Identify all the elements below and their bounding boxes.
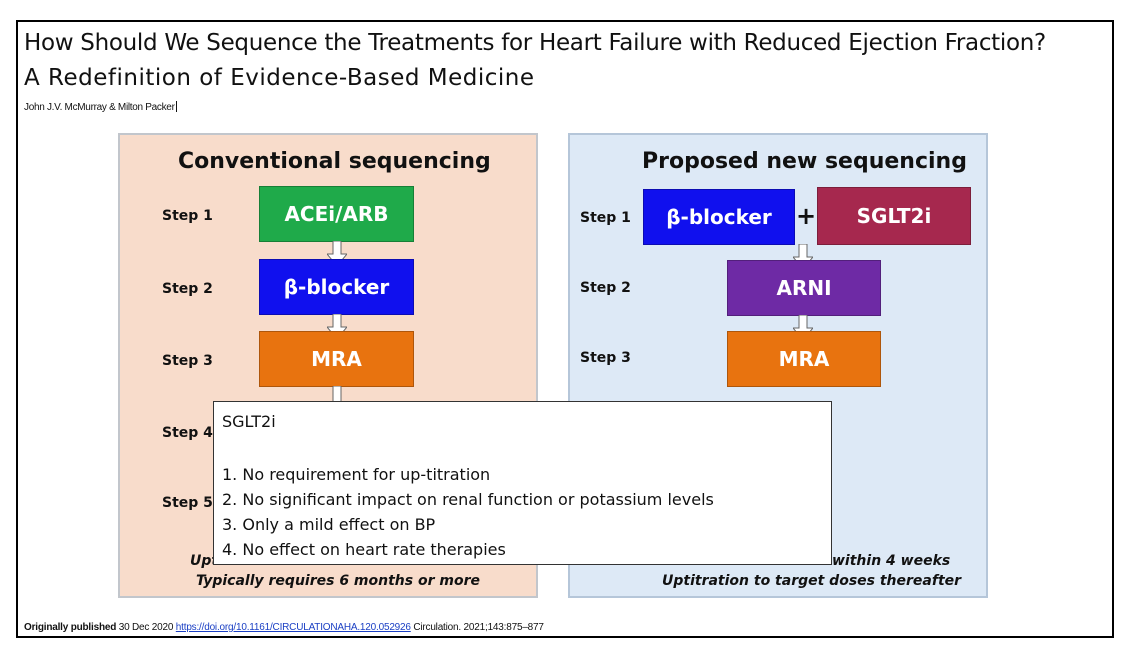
right-footer-line-1: within 4 weeks: [832, 553, 951, 569]
mra-label: MRA: [311, 347, 362, 371]
left-step-4-label: Step 4: [162, 425, 213, 441]
callout-item: 1. No requirement for up-titration: [222, 465, 491, 484]
sglt2i-box: SGLT2i: [817, 187, 971, 245]
text-cursor: [175, 101, 177, 112]
mra-box: MRA: [727, 331, 881, 387]
acei-arb-box: ACEi/ARB: [259, 186, 414, 242]
plus-sign: +: [796, 202, 817, 230]
left-footer-line-2: Typically requires 6 months or more: [196, 573, 480, 589]
acei-arb-label: ACEi/ARB: [284, 202, 389, 226]
published-date: 30 Dec 2020: [116, 622, 176, 633]
callout-item: 4. No effect on heart rate therapies: [222, 540, 506, 559]
slide-title: How Should We Sequence the Treatments fo…: [24, 30, 1046, 56]
callout-item: 2. No significant impact on renal functi…: [222, 490, 714, 509]
slide-subtitle: A Redefinition of Evidence-Based Medicin…: [24, 65, 535, 91]
right-step-3-label: Step 3: [580, 350, 631, 366]
arni-label: ARNI: [776, 276, 832, 300]
right-step-2-label: Step 2: [580, 280, 631, 296]
authors-text: John J.V. McMurray & Milton Packer: [24, 102, 175, 113]
conventional-panel-title: Conventional sequencing: [178, 149, 491, 174]
sglt2i-callout-box: SGLT2i 1. No requirement for up-titratio…: [213, 401, 832, 565]
arni-box: ARNI: [727, 260, 881, 316]
callout-title: SGLT2i: [222, 412, 276, 431]
authors-line: John J.V. McMurray & Milton Packer: [24, 101, 177, 113]
callout-item: 3. Only a mild effect on BP: [222, 515, 436, 534]
proposed-panel-title: Proposed new sequencing: [642, 149, 967, 174]
mra-label: MRA: [778, 347, 830, 371]
mra-box: MRA: [259, 331, 414, 387]
beta-blocker-label: β-blocker: [666, 205, 772, 229]
left-step-2-label: Step 2: [162, 281, 213, 297]
published-label: Originally published: [24, 622, 117, 633]
beta-blocker-label: β-blocker: [283, 275, 390, 299]
sglt2i-label: SGLT2i: [856, 204, 932, 228]
doi-link[interactable]: https://doi.org/10.1161/CIRCULATIONAHA.1…: [175, 622, 411, 633]
right-step-1-label: Step 1: [580, 210, 631, 226]
beta-blocker-box: β-blocker: [643, 189, 795, 245]
source-citation: Originally published 30 Dec 2020 https:/…: [24, 622, 544, 633]
beta-blocker-box: β-blocker: [259, 259, 414, 315]
left-step-1-label: Step 1: [162, 208, 213, 224]
left-step-3-label: Step 3: [162, 353, 213, 369]
left-step-5-label: Step 5: [162, 495, 213, 511]
journal-citation: Circulation. 2021;143:875–877: [410, 622, 544, 633]
right-footer-line-2: Uptitration to target doses thereafter: [662, 573, 962, 589]
